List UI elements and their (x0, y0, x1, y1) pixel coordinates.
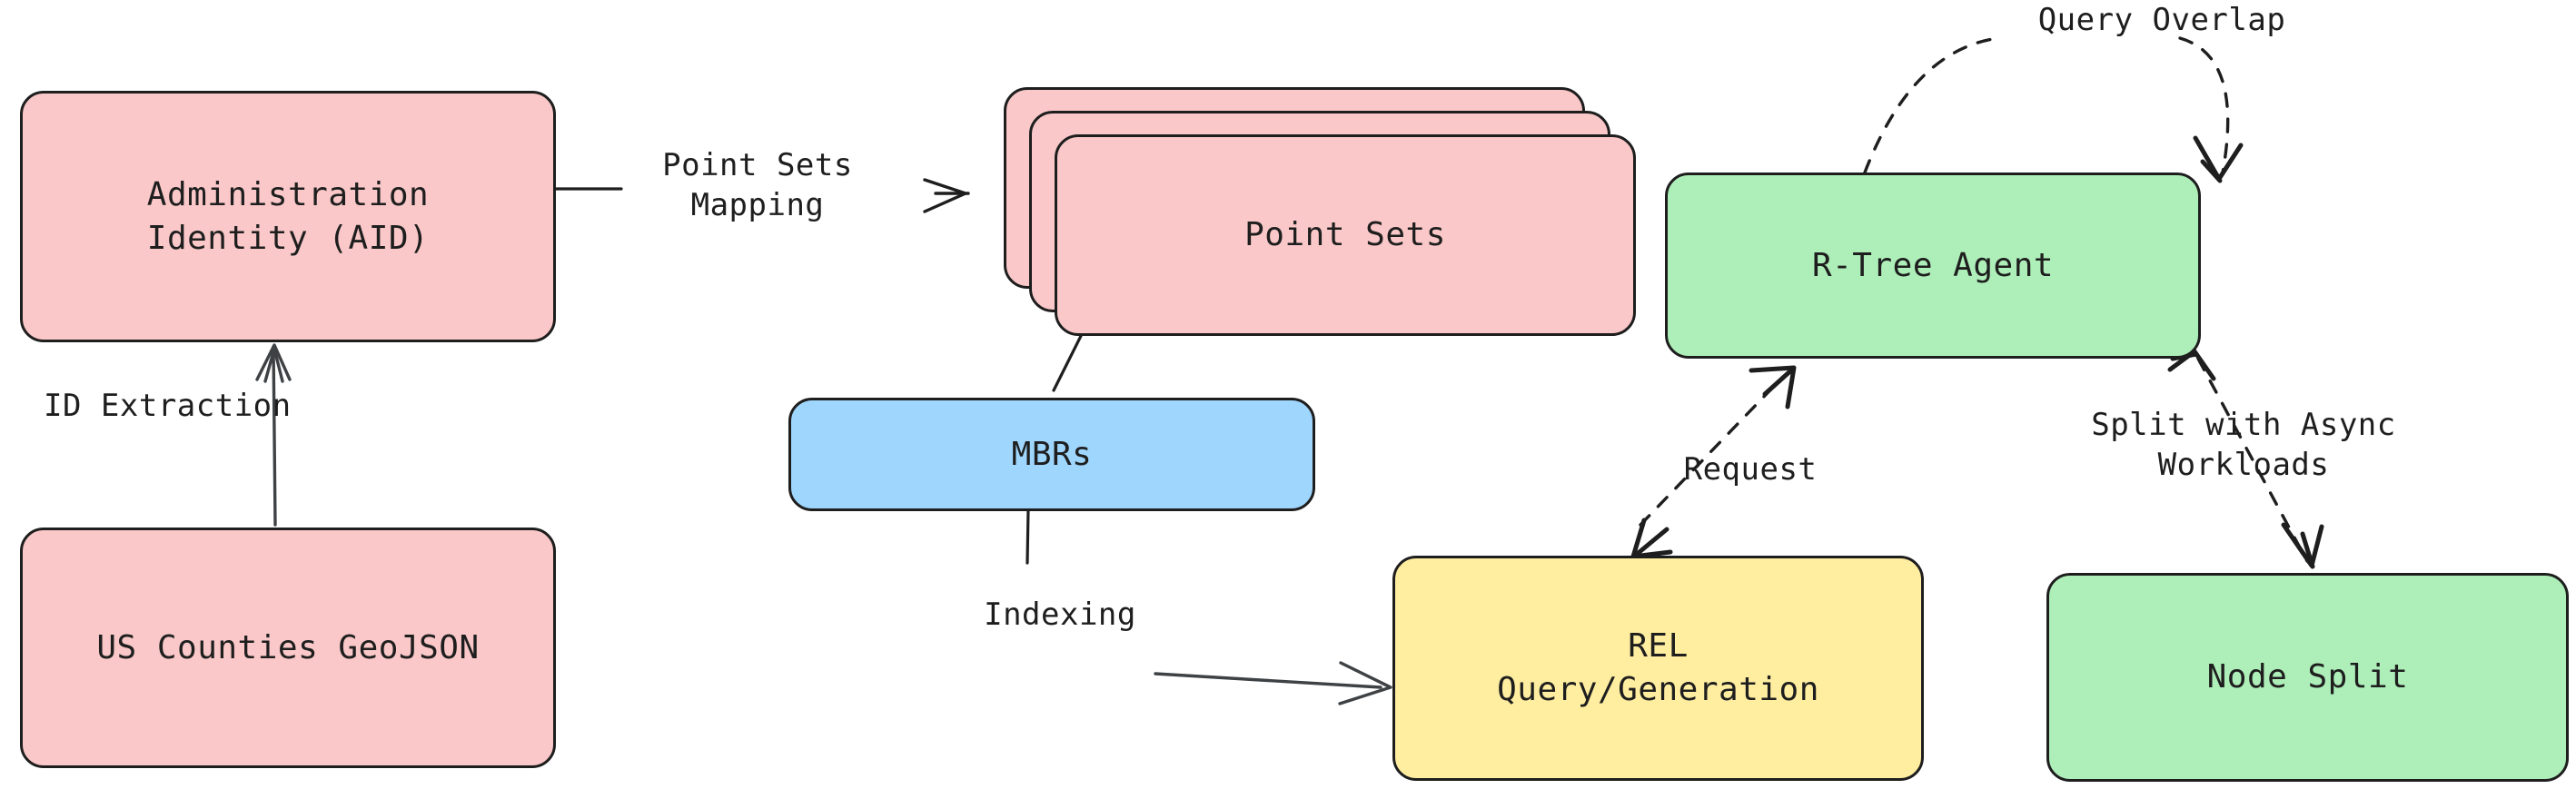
edge-id-extraction (255, 343, 292, 527)
node-rtree-agent[interactable]: R-Tree Agent (1665, 173, 2201, 359)
node-us-counties-geojson[interactable]: US Counties GeoJSON (20, 528, 556, 768)
edge-query-overlap (1863, 36, 2244, 183)
edge-label-request: Request (1683, 451, 1818, 488)
node-rel-query-generation[interactable]: REL Query/Generation (1392, 556, 1924, 781)
edge-label-indexing: Indexing (984, 597, 1136, 633)
edge-label-split-async: Split with Async Workloads (2091, 407, 2396, 484)
node-mbrs[interactable]: MBRs (788, 398, 1315, 511)
node-node-split[interactable]: Node Split (2046, 573, 2569, 782)
edge-label-query-overlap: Query Overlap (2037, 2, 2286, 38)
edge-label-id-extraction: ID Extraction (44, 388, 292, 424)
node-point-sets[interactable]: Point Sets (1055, 134, 1636, 336)
edge-label-point-sets-mapping: Point Sets Mapping (662, 147, 853, 224)
node-administration-identity[interactable]: Administration Identity (AID) (20, 91, 556, 342)
